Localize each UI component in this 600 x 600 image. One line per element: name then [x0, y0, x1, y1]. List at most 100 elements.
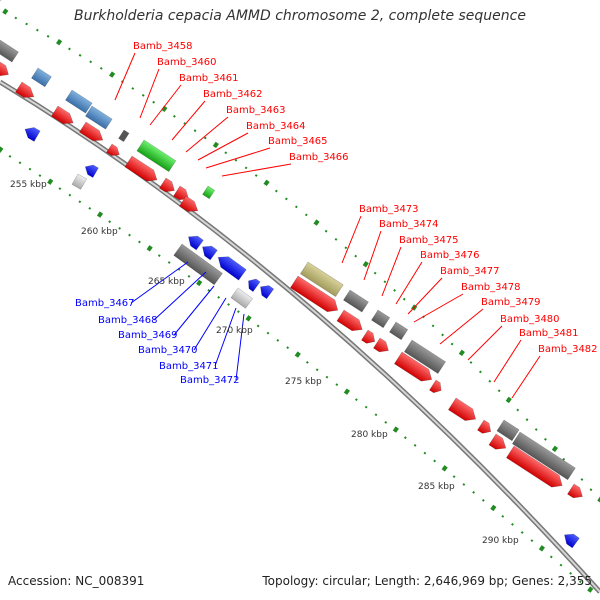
gene-label-bamb_3474: Bamb_3474: [379, 219, 439, 230]
map-title: Burkholderia cepacia AMMD chromosome 2, …: [74, 8, 526, 24]
outer-tick-dot: [497, 389, 501, 393]
inner-tick-dot: [256, 324, 260, 328]
forward-gene: [289, 275, 339, 313]
outer-tick-dot: [324, 229, 328, 233]
outer-tick-dot: [383, 280, 387, 284]
inner-tick-dot: [403, 436, 407, 440]
outer-tick-dot: [362, 260, 369, 268]
light-feature: [230, 287, 253, 309]
kbp-label: 275 kbp: [285, 377, 322, 387]
inner-tick-dot: [96, 211, 104, 218]
outer-tick-dot: [25, 22, 28, 26]
inner-tick-dot: [481, 498, 485, 502]
inner-tick-dot: [276, 339, 280, 342]
reverse-gene: [564, 533, 580, 549]
outer-tick-dot: [99, 66, 103, 70]
forward-gene: [567, 483, 583, 499]
green-feature: [202, 185, 216, 200]
inner-tick-dot: [294, 351, 301, 358]
inner-tick-dot: [511, 523, 514, 526]
outer-tick-dot: [244, 166, 248, 170]
reverse-gene: [84, 164, 99, 178]
leader-line: [395, 261, 423, 305]
inner-tick-dot: [423, 451, 427, 455]
outer-tick-dot: [304, 213, 308, 217]
inner-tick-dot: [569, 572, 573, 575]
gene-label-bamb_3470: Bamb_3470: [138, 345, 198, 356]
kbp-label: 280 kbp: [351, 430, 388, 440]
inner-tick-dot: [118, 227, 121, 230]
gene-label-bamb_3469: Bamb_3469: [118, 330, 178, 341]
gene-label-bamb_3472: Bamb_3472: [180, 375, 240, 386]
outer-tick-dot: [131, 87, 135, 90]
leader-line: [511, 355, 541, 399]
inner-tick-dot: [266, 331, 270, 335]
inner-tick-dot: [58, 187, 62, 190]
leader-line: [363, 230, 382, 281]
gene-label-bamb_3476: Bamb_3476: [420, 250, 480, 261]
outer-tick-dot: [354, 254, 358, 258]
gray-feature: [118, 129, 130, 143]
inner-tick-dot: [355, 398, 358, 401]
outer-tick-dot: [35, 28, 39, 32]
outer-tick-dot: [161, 105, 168, 113]
gene-label-bamb_3475: Bamb_3475: [399, 235, 459, 246]
outer-tick-dot: [525, 418, 529, 422]
outer-tick-dot: [516, 408, 520, 412]
inner-tick-dot: [227, 303, 230, 306]
inner-tick-dot: [441, 465, 448, 472]
gray-feature: [173, 243, 223, 286]
kbp-label: 265 kbp: [148, 277, 185, 287]
leader-line: [171, 100, 206, 141]
forward-gene: [124, 155, 158, 182]
outer-tick-dot: [544, 437, 547, 441]
steel-feature: [85, 105, 113, 130]
outer-tick-dot: [313, 219, 320, 226]
leader-line: [205, 147, 271, 169]
outer-tick-dot: [173, 114, 176, 118]
outer-tick-dot: [373, 271, 377, 275]
reverse-gene: [248, 278, 261, 293]
gene-label-bamb_3467: Bamb_3467: [75, 298, 135, 309]
outer-tick-dot: [224, 151, 228, 155]
inner-tick-dot: [88, 206, 92, 210]
inner-tick-dot: [157, 254, 161, 257]
outer-tick-dot: [344, 246, 348, 250]
leader-line: [407, 277, 443, 315]
forward-gene: [15, 81, 35, 98]
outer-tick-dot: [441, 333, 444, 337]
outer-tick-dot: [589, 488, 593, 492]
forward-gene: [159, 177, 175, 193]
forward-gene: [429, 379, 442, 394]
outer-tick-dot: [141, 93, 145, 97]
gene-label-bamb_3468: Bamb_3468: [98, 315, 158, 326]
forward-gene: [505, 445, 563, 488]
inner-tick-dot: [578, 580, 582, 584]
inner-tick-dot: [520, 531, 524, 534]
forward-gene: [0, 61, 9, 77]
gray-feature: [496, 419, 520, 442]
gene-label-bamb_3481: Bamb_3481: [519, 328, 579, 339]
inner-tick-dot: [501, 514, 505, 518]
outer-tick-dot: [203, 136, 207, 140]
forward-gene: [179, 195, 199, 212]
forward-gene: [51, 105, 74, 124]
outer-tick-dot: [402, 297, 406, 301]
outer-tick-dot: [294, 205, 298, 209]
outer-tick-dot: [450, 342, 454, 346]
leader-line: [214, 307, 237, 367]
forward-gene: [393, 351, 433, 382]
inner-tick-dot: [392, 426, 399, 433]
outer-tick-dot: [393, 289, 396, 292]
forward-gene: [373, 337, 389, 353]
gray-feature: [0, 39, 19, 63]
outer-tick-dot: [78, 53, 82, 57]
outer-tick-dot: [109, 71, 116, 78]
inner-tick-dot: [538, 545, 545, 552]
inner-tick-dot: [335, 383, 339, 386]
outer-tick-dot: [488, 379, 492, 383]
inner-tick-dot: [364, 405, 368, 409]
inner-tick-dot: [462, 483, 466, 486]
outer-tick-dot: [580, 478, 584, 481]
